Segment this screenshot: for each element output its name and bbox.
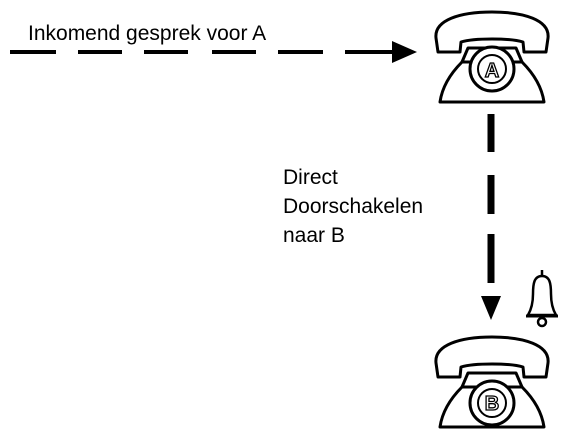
telephone-a-icon <box>434 10 550 104</box>
incoming-call-label: Inkomend gesprek voor A <box>28 22 267 45</box>
forward-label-line-1: Direct <box>283 166 338 189</box>
telephone-b-icon <box>434 335 550 429</box>
bell-icon <box>526 270 558 328</box>
arrow-right-icon <box>392 41 417 63</box>
arrow-down-icon <box>481 296 501 320</box>
phone-b-letter: B <box>485 393 499 415</box>
forward-label-line-3: naar B <box>283 224 345 247</box>
forward-label-line-2: Doorschakelen <box>283 195 424 218</box>
phone-a-letter: A <box>485 60 499 82</box>
forward-label: Direct Doorschakelen naar B <box>283 163 423 250</box>
